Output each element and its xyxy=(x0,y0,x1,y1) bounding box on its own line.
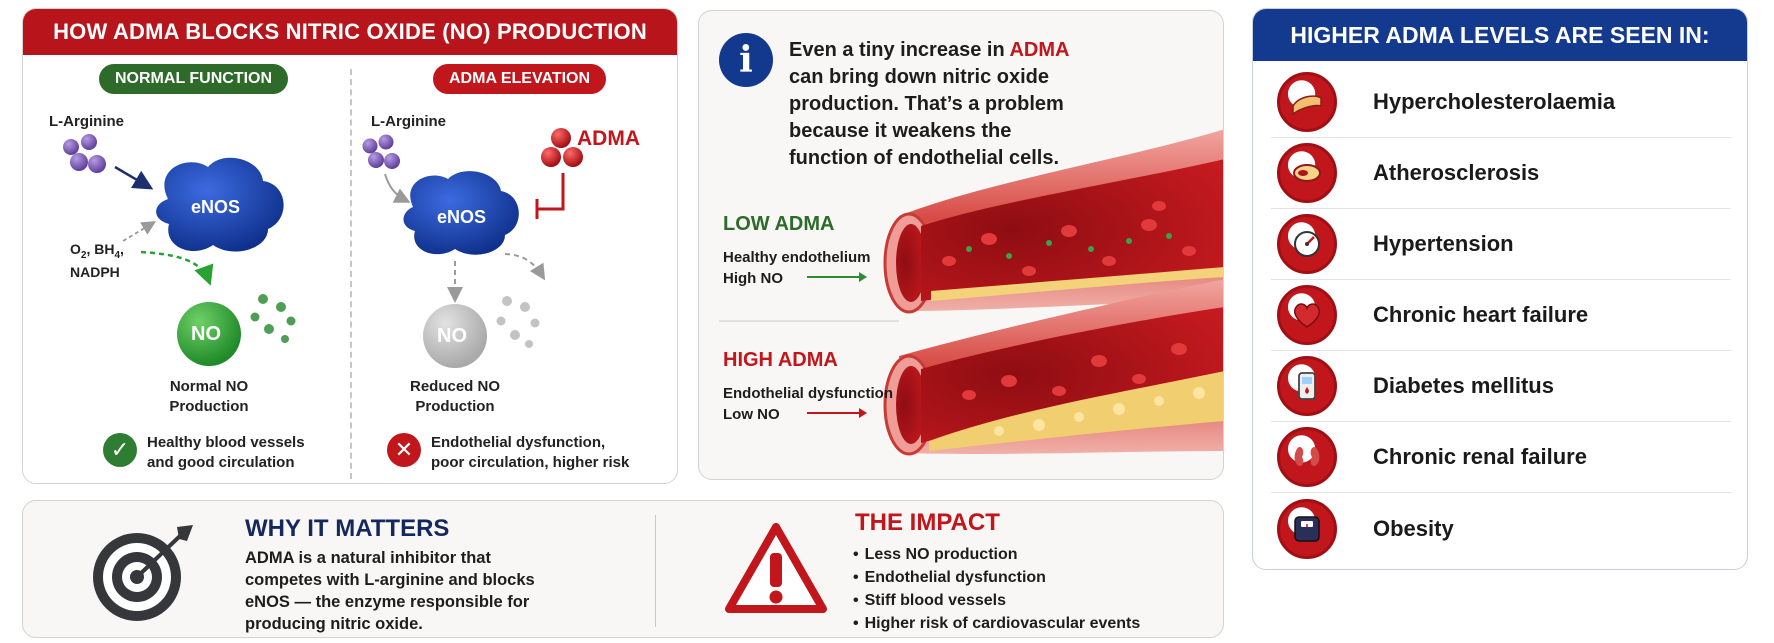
condition-item: Atherosclerosis xyxy=(1271,138,1731,209)
low-adma-line2: High NO xyxy=(723,270,783,287)
no-label-reduced: NO xyxy=(437,325,467,347)
low-adma-line1: Healthy endothelium xyxy=(723,249,871,266)
adma-molecule xyxy=(541,128,583,167)
condition-label: Atherosclerosis xyxy=(1373,160,1540,185)
condition-item: Obesity xyxy=(1271,493,1731,564)
conditions-title: HIGHER ADMA LEVELS ARE SEEN IN: xyxy=(1253,9,1747,61)
mechanism-panel: HOW ADMA BLOCKS NITRIC OXIDE (NO) PRODUC… xyxy=(22,8,678,484)
high-adma-line1: Endothelial dysfunction xyxy=(723,385,894,402)
no-molecule-normal xyxy=(177,302,241,366)
arginine-label-normal: L-Arginine xyxy=(49,113,124,130)
adma-label: ADMA xyxy=(577,127,640,150)
summary-divider xyxy=(655,515,656,627)
glucose-meter-icon xyxy=(1277,356,1337,416)
conditions-panel: HIGHER ADMA LEVELS ARE SEEN IN: Hypercho… xyxy=(1252,8,1748,570)
check-icon: ✓ xyxy=(103,433,137,467)
high-adma-title: HIGH ADMA xyxy=(723,349,838,371)
mechanism-diagram xyxy=(63,128,583,368)
info-icon: i xyxy=(719,33,773,87)
no-molecule-reduced xyxy=(423,304,487,368)
condition-item: Chronic heart failure xyxy=(1271,280,1731,351)
impact-list: Less NO production Endothelial dysfuncti… xyxy=(853,543,1141,635)
adma-elevation-badge: ADMA ELEVATION xyxy=(433,64,607,94)
no-particles-normal xyxy=(250,294,296,343)
condition-label: Diabetes mellitus xyxy=(1373,373,1554,398)
low-adma-title: LOW ADMA xyxy=(723,213,835,235)
impact-item: Less NO production xyxy=(853,543,1140,566)
condition-item: Hypercholesterolaemia xyxy=(1271,67,1731,138)
column-divider xyxy=(350,69,352,479)
high-adma-line2: Low NO xyxy=(723,406,780,423)
condition-label: Chronic renal failure xyxy=(1373,444,1587,469)
blood-pressure-gauge-icon xyxy=(1277,214,1337,274)
condition-label: Hypercholesterolaemia xyxy=(1373,89,1616,114)
elevated-outcome-text: Endothelial dysfunction,poor circulation… xyxy=(431,434,630,471)
info-panel: i Even a tiny increase in ADMA can bring… xyxy=(698,10,1224,480)
blood-vessel-illustration xyxy=(719,129,1223,456)
why-text: ADMA is a natural inhibitor that compete… xyxy=(245,549,535,633)
blocked-artery-icon xyxy=(1277,143,1337,203)
cross-icon: ✕ xyxy=(387,433,421,467)
heart-icon xyxy=(1277,285,1337,345)
impact-item: Endothelial dysfunction xyxy=(853,566,1140,589)
no-label-normal: NO xyxy=(191,323,221,345)
enos-label-normal: eNOS xyxy=(191,197,241,217)
summary-panel: WHY IT MATTERS ADMA is a natural inhibit… xyxy=(22,500,1224,638)
impact-item: Higher risk of cardiovascular events xyxy=(853,612,1141,635)
info-text: Even a tiny increase in ADMA can bring d… xyxy=(789,39,1069,169)
enos-enzyme-normal xyxy=(156,157,284,252)
condition-item: Chronic renal failure xyxy=(1271,422,1731,493)
arginine-molecule-normal xyxy=(63,134,106,173)
weight-scale-icon xyxy=(1277,498,1337,559)
arginine-label-elevated: L-Arginine xyxy=(371,113,446,130)
artery-plaque-icon xyxy=(1277,72,1337,132)
condition-label: Hypertension xyxy=(1373,231,1514,256)
condition-item: Diabetes mellitus xyxy=(1271,351,1731,422)
why-title: WHY IT MATTERS xyxy=(245,515,450,542)
arginine-molecule-elevated xyxy=(362,134,400,169)
enos-label-elevated: eNOS xyxy=(437,207,487,227)
warning-icon xyxy=(725,523,827,613)
cofactors-label: O2, BH4, NADPH xyxy=(70,241,124,280)
impact-title: THE IMPACT xyxy=(855,509,1000,536)
no-particles-reduced xyxy=(496,296,540,348)
condition-label: Obesity xyxy=(1373,515,1454,541)
condition-label: Chronic heart failure xyxy=(1373,302,1589,327)
mechanism-title: HOW ADMA BLOCKS NITRIC OXIDE (NO) PRODUC… xyxy=(23,9,677,55)
impact-item: Stiff blood vessels xyxy=(853,589,1140,612)
inhibition-line xyxy=(537,173,565,211)
enos-enzyme-elevated xyxy=(403,171,519,255)
target-icon xyxy=(93,525,193,621)
condition-item: Hypertension xyxy=(1271,209,1731,280)
normal-function-badge: NORMAL FUNCTION xyxy=(99,64,289,94)
kidney-icon xyxy=(1277,427,1337,487)
